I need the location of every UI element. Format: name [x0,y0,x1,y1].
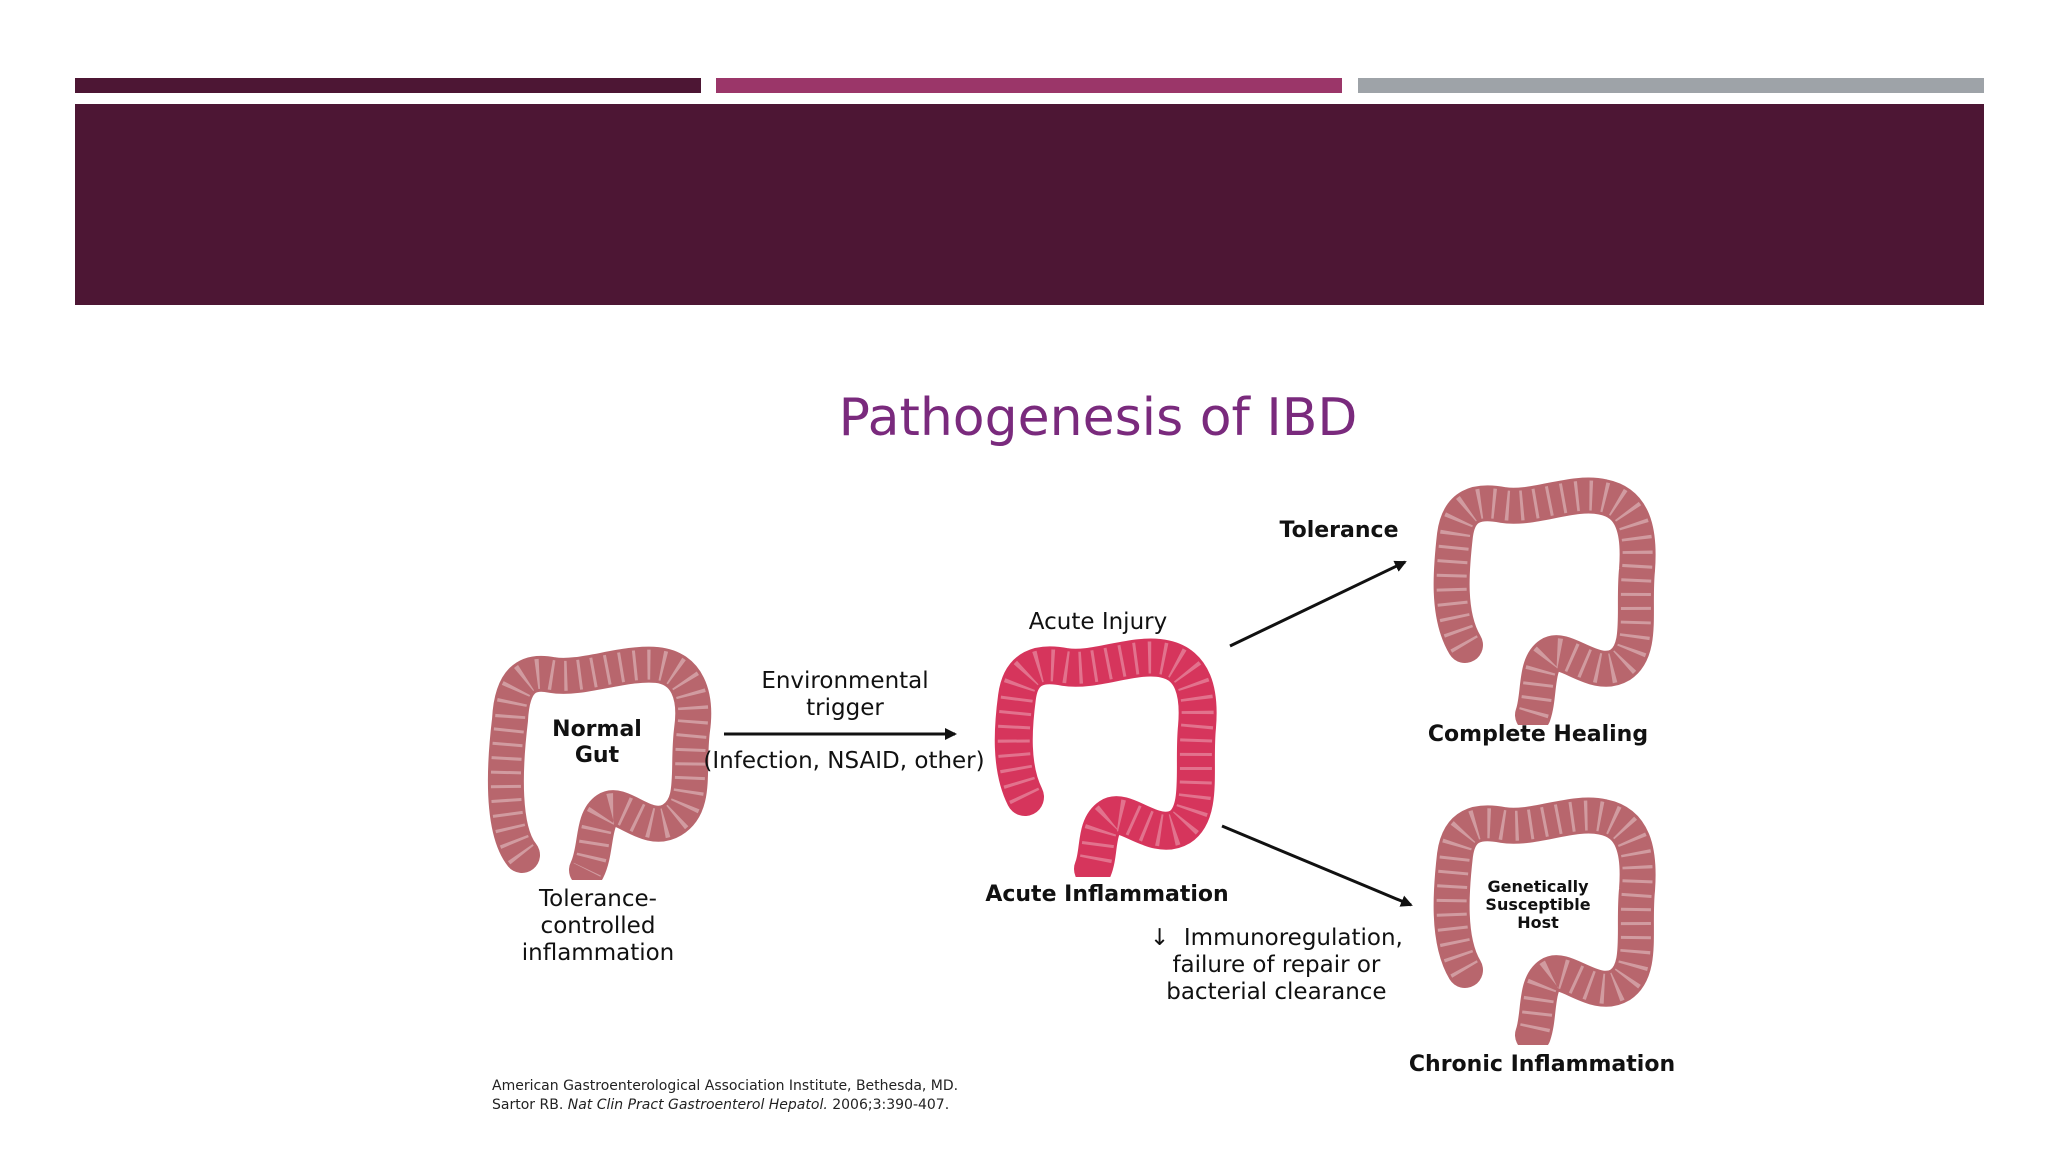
citation-author: Sartor RB. [492,1097,568,1113]
colon-healed-illustration [1433,477,1656,725]
colon-chronic-illustration [1433,797,1656,1045]
citation-journal: Nat Clin Pract Gastroenterol Hepatol. [567,1097,828,1113]
citation-rest: 2006;3:390-407. [827,1097,950,1113]
susceptible-host-label: Genetically Susceptible Host [1485,877,1591,932]
trigger-label: Environmental trigger [761,668,929,721]
colon-normal-gut-illustration [487,646,712,880]
title-banner [75,104,1984,305]
citation-line-2: Sartor RB. Nat Clin Pract Gastroenterol … [492,1096,958,1115]
arrow-to-chronic [1221,824,1413,907]
colon-acute-illustration [994,638,1217,877]
accent-bar-gray [1358,78,1984,93]
complete-healing-caption: Complete Healing [1427,722,1649,747]
acute-injury-label: Acute Injury [1028,609,1168,635]
accent-bar-dark [75,78,701,93]
citation: American Gastroenterological Association… [492,1077,958,1115]
normal-gut-caption: Tolerance- controlled inflammation [521,886,675,966]
trigger-detail: (Infection, NSAID, other) [703,748,985,774]
arrow-to-tolerance [1229,560,1407,648]
chronic-factors: ↓ Immunoregulation, failure of repair or… [1150,925,1403,1005]
tolerance-label: Tolerance [1279,518,1399,543]
acute-inflammation-caption: Acute Inflammation [985,882,1229,907]
chronic-inflammation-caption: Chronic Inflammation [1408,1052,1676,1077]
figure-title: Pathogenesis of IBD [838,388,1358,448]
normal-gut-label: Normal Gut [552,717,642,768]
citation-line-1: American Gastroenterological Association… [492,1078,959,1094]
accent-bar-magenta [716,78,1342,93]
